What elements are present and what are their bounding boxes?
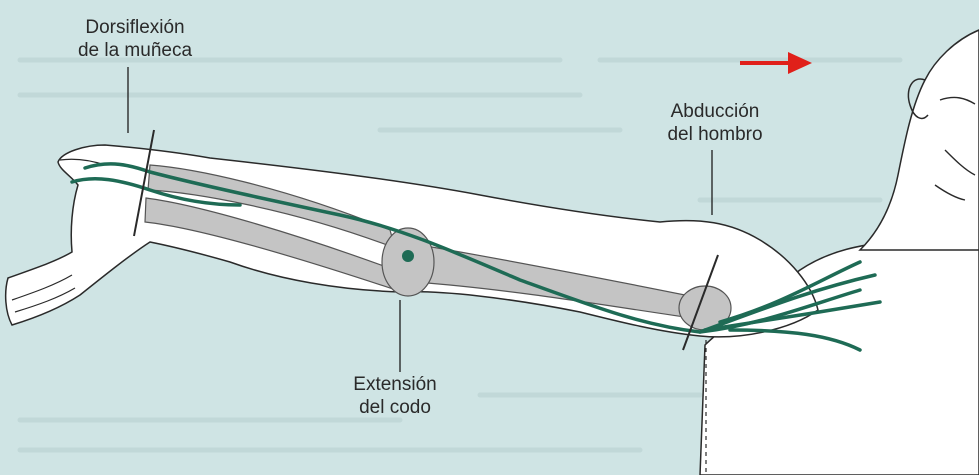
label-elbow-line1: Extensión [325,373,465,396]
head-outline [860,30,979,250]
label-wrist-line1: Dorsiflexión [55,16,215,39]
label-wrist-dorsiflexion: Dorsiflexión de la muñeca [55,16,215,62]
label-shoulder-line1: Abducción [640,100,790,123]
label-wrist-line2: de la muñeca [55,39,215,62]
label-elbow-extension: Extensión del codo [325,373,465,419]
red-arrow-icon [740,52,812,74]
label-shoulder-abduction: Abducción del hombro [640,100,790,146]
label-shoulder-line2: del hombro [640,123,790,146]
elbow-nerve-dot [402,250,414,262]
label-elbow-line2: del codo [325,396,465,419]
